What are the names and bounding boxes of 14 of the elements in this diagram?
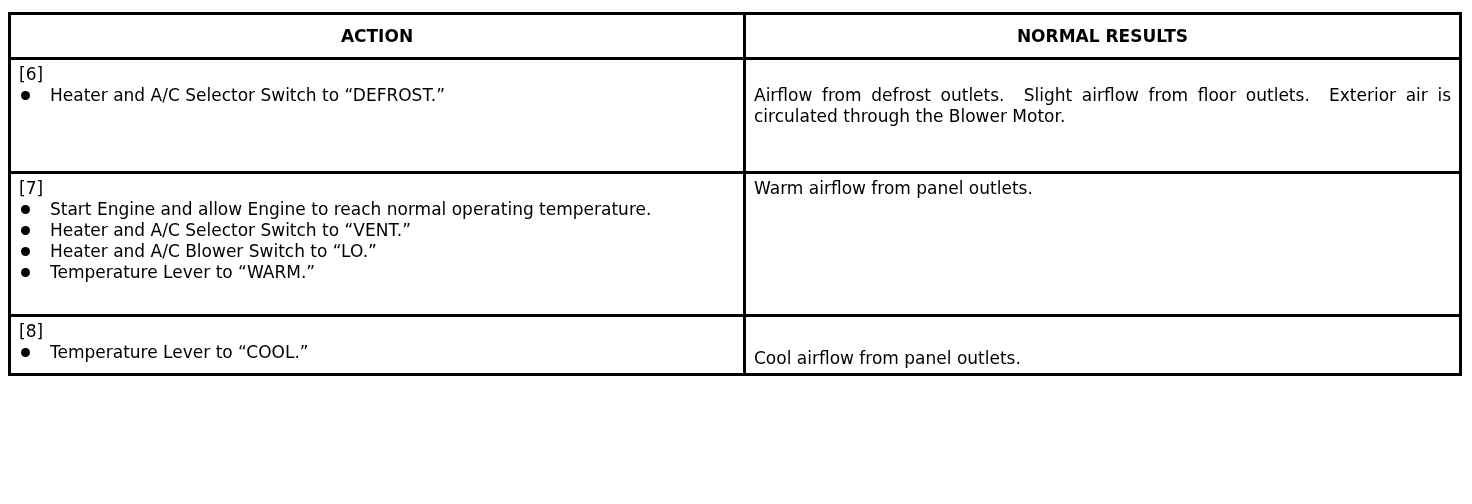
column-header: ACTION (340, 25, 414, 46)
result-text: Airflow from defrost outlets. Slight airflow from floor outlets. Exterior air is circulated through the Blower Motor. (754, 85, 1452, 126)
step-number: [7] (19, 178, 45, 199)
action-text: Heater and A/C Selector Switch to “DEFROST.” (50, 85, 445, 106)
action-text: Temperature Lever to “WARM.” (50, 262, 316, 283)
action-text: Heater and A/C Selector Switch to “VENT.” (50, 220, 411, 241)
step-number: [8] (19, 321, 45, 342)
column-header: NORMAL RESULTS (1016, 25, 1189, 46)
step-number: [6] (19, 64, 45, 85)
action-text: Heater and A/C Blower Switch to “LO.” (50, 241, 377, 262)
result-text: Warm airflow from panel outlets. (754, 178, 1033, 198)
action-text: Start Engine and allow Engine to reach normal operating temperature. (50, 199, 652, 220)
action-text: Temperature Lever to “COOL.” (50, 342, 309, 363)
result-text: Cool airflow from panel outlets. (754, 348, 1021, 368)
